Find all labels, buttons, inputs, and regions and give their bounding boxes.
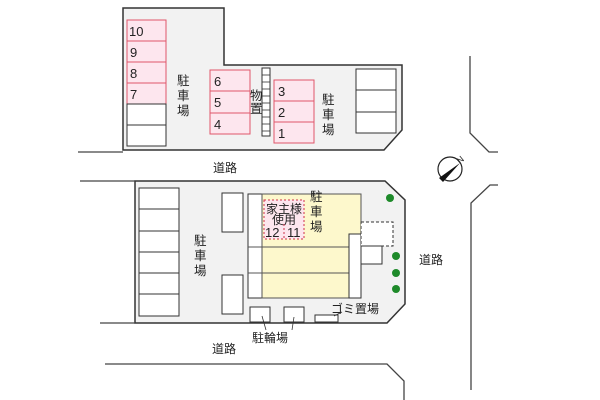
slot-label: 7 [130,87,137,102]
slot-lower-e[interactable] [138,272,180,295]
slot-upper-right-a[interactable] [355,68,397,91]
bicycle-parking-label: 駐輪場 [252,330,288,345]
parking-label-char: 車 [322,107,335,122]
slot-label: 2 [278,105,285,120]
tree-icon [392,252,400,260]
garbage-label: ゴミ置場 [331,301,379,316]
slot-lower-a[interactable] [138,187,180,210]
slot-empty-b[interactable] [126,124,167,147]
parking-label-char: 車 [194,248,207,263]
slot-label: 10 [129,24,143,39]
parking-label-char: 車 [310,204,323,219]
storage-label-char: 置 [250,101,263,116]
annex-dashed [360,221,394,247]
right-slot-column: 3 2 1 [273,79,315,144]
tree-icon [386,194,394,202]
slot-label: 8 [130,66,137,81]
tree-icon [392,269,400,277]
parking-label-char: 駐 [322,92,335,107]
parking-label-char: 駐 [177,73,190,88]
parking-label-char: 場 [322,122,335,137]
slot-label: 11 [287,225,301,240]
slot-lower-d[interactable] [138,251,180,274]
road-label-middle: 道路 [213,160,237,175]
road-edge-right-lower [470,184,498,390]
parking-label-char: 場 [194,263,207,278]
annex-box [360,245,383,265]
parking-label-char: 場 [177,103,190,118]
storage-label-char: 物 [250,88,263,103]
slot-1[interactable] [273,121,315,144]
slot-label: 5 [214,95,221,110]
garbage-box[interactable] [314,314,339,323]
bicycle-box-b[interactable] [283,306,305,323]
road-label-bottom: 道路 [212,341,236,356]
slot-4[interactable] [209,112,251,135]
compass-icon: N [437,154,466,182]
road-label-right: 道路 [419,252,443,267]
owner-use-line1: 家主様 [266,201,302,216]
bicycle-box-a[interactable] [249,306,271,323]
slot-vertical-b[interactable] [221,274,244,315]
parking-label-char: 駐 [194,233,207,248]
slot-label: 9 [130,45,137,60]
parking-label-char: 駐 [310,189,323,204]
slot-lower-b[interactable] [138,208,180,232]
parking-label-char: 場 [310,219,323,234]
owner-use-line2: 使用 [272,212,296,227]
slot-vertical-a[interactable] [221,192,244,233]
storage-rack [261,67,271,137]
compass-north-label: N [454,154,465,166]
slot-label: 6 [214,74,221,89]
slot-empty-a[interactable] [126,103,167,126]
middle-slot-column: 6 5 4 [209,69,251,135]
tree-icon [392,285,400,293]
slot-lower-c[interactable] [138,230,180,253]
slot-label: 4 [214,117,221,132]
slot-label: 12 [265,225,279,240]
lower-left-slot-column [138,187,180,317]
parking-label-char: 車 [177,88,190,103]
slot-upper-right-c[interactable] [355,111,397,134]
road-edge-right-upper [469,56,498,153]
slot-label: 1 [278,126,285,141]
road-edge-bottom [105,363,405,400]
slot-upper-right-b[interactable] [355,89,397,113]
slot-lower-f[interactable] [138,293,180,317]
slot-label: 3 [278,84,285,99]
left-slot-column: 10 9 8 7 [126,19,167,147]
